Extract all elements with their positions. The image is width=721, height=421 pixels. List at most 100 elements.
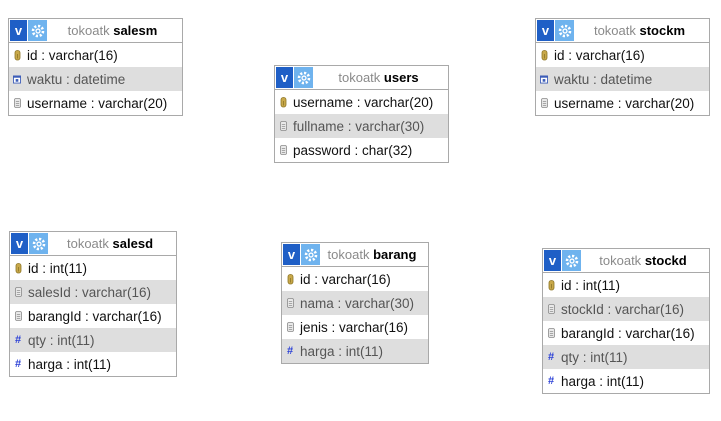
field-label: id : varchar(16) xyxy=(554,47,645,63)
hash-icon: # xyxy=(14,358,22,370)
field-row[interactable]: username : varchar(20) xyxy=(536,91,709,115)
table-header: v tokoatk stockd xyxy=(543,249,709,273)
table-header: v tokoatk users xyxy=(275,66,448,90)
field-row[interactable]: fullname : varchar(30) xyxy=(275,114,448,138)
table-card-stockd[interactable]: v tokoatk stockd id : int(11) stockId : … xyxy=(542,248,710,394)
field-label: harga : int(11) xyxy=(300,343,384,359)
database-name: tokoatk xyxy=(327,247,370,262)
table-title: tokoatk users xyxy=(313,70,448,85)
table-title: tokoatk salesm xyxy=(47,23,182,38)
field-row[interactable]: # qty : int(11) xyxy=(10,328,176,352)
field-label: id : varchar(16) xyxy=(300,271,391,287)
field-row[interactable]: # harga : int(11) xyxy=(282,339,428,363)
key-icon xyxy=(286,273,294,285)
database-name: tokoatk xyxy=(338,70,381,85)
key-icon xyxy=(540,49,548,61)
field-label: username : varchar(20) xyxy=(554,95,695,111)
field-label: id : varchar(16) xyxy=(27,47,118,63)
field-row[interactable]: id : varchar(16) xyxy=(536,43,709,67)
gear-icon[interactable] xyxy=(29,233,48,254)
field-row[interactable]: # harga : int(11) xyxy=(10,352,176,376)
text-field-icon xyxy=(547,328,555,338)
field-row[interactable]: waktu : datetime xyxy=(9,67,182,91)
table-name: salesm xyxy=(113,23,158,38)
key-icon xyxy=(279,96,287,108)
table-header: v tokoatk salesd xyxy=(10,232,176,256)
field-row[interactable]: waktu : datetime xyxy=(536,67,709,91)
table-title: tokoatk salesd xyxy=(48,236,176,251)
table-card-salesm[interactable]: v tokoatk salesm id : varchar(16) waktu … xyxy=(8,18,183,116)
database-name: tokoatk xyxy=(599,253,642,268)
table-header: v tokoatk barang xyxy=(282,243,428,267)
table-name: barang xyxy=(373,247,417,262)
field-row[interactable]: # harga : int(11) xyxy=(543,369,709,393)
view-toggle-button[interactable]: v xyxy=(537,20,554,41)
view-toggle-button[interactable]: v xyxy=(10,20,27,41)
field-label: waktu : datetime xyxy=(27,71,126,87)
view-toggle-button[interactable]: v xyxy=(11,233,28,254)
field-label: password : char(32) xyxy=(293,142,413,158)
field-row[interactable]: id : varchar(16) xyxy=(9,43,182,67)
table-name: salesd xyxy=(112,236,154,251)
field-label: fullname : varchar(30) xyxy=(293,118,425,134)
hash-icon: # xyxy=(547,351,555,363)
table-card-users[interactable]: v tokoatk users username : varchar(20) f… xyxy=(274,65,449,163)
key-icon xyxy=(13,49,21,61)
text-field-icon xyxy=(286,322,294,332)
gear-icon[interactable] xyxy=(555,20,574,41)
field-label: barangId : varchar(16) xyxy=(561,325,695,341)
table-header: v tokoatk salesm xyxy=(9,19,182,43)
field-label: id : int(11) xyxy=(561,277,621,293)
text-field-icon xyxy=(14,311,22,321)
gear-icon[interactable] xyxy=(28,20,47,41)
text-field-icon xyxy=(279,145,287,155)
calendar-icon xyxy=(13,75,21,84)
database-name: tokoatk xyxy=(593,23,636,38)
hash-icon: # xyxy=(547,375,555,387)
field-row[interactable]: id : varchar(16) xyxy=(282,267,428,291)
field-row[interactable]: id : int(11) xyxy=(543,273,709,297)
hash-icon: # xyxy=(14,334,22,346)
text-field-icon xyxy=(540,98,548,108)
field-label: waktu : datetime xyxy=(554,71,653,87)
view-toggle-button[interactable]: v xyxy=(276,67,293,88)
table-card-salesd[interactable]: v tokoatk salesd id : int(11) salesId : … xyxy=(9,231,177,377)
field-label: barangId : varchar(16) xyxy=(28,308,162,324)
view-toggle-button[interactable]: v xyxy=(544,250,561,271)
field-row[interactable]: barangId : varchar(16) xyxy=(543,321,709,345)
gear-icon[interactable] xyxy=(562,250,581,271)
text-field-icon xyxy=(279,121,287,131)
field-row[interactable]: password : char(32) xyxy=(275,138,448,162)
field-row[interactable]: nama : varchar(30) xyxy=(282,291,428,315)
text-field-icon xyxy=(13,98,21,108)
field-label: stockId : varchar(16) xyxy=(561,301,685,317)
field-row[interactable]: stockId : varchar(16) xyxy=(543,297,709,321)
text-field-icon xyxy=(14,287,22,297)
key-icon xyxy=(14,262,22,274)
field-label: nama : varchar(30) xyxy=(300,295,415,311)
calendar-icon xyxy=(540,75,548,84)
table-name: stockd xyxy=(644,253,687,268)
table-card-barang[interactable]: v tokoatk barang id : varchar(16) nama :… xyxy=(281,242,429,364)
field-label: id : int(11) xyxy=(28,260,88,276)
field-label: username : varchar(20) xyxy=(293,94,434,110)
view-toggle-button[interactable]: v xyxy=(283,244,300,265)
table-title: tokoatk stockm xyxy=(574,23,709,38)
database-name: tokoatk xyxy=(67,23,110,38)
table-title: tokoatk stockd xyxy=(581,253,709,268)
field-label: jenis : varchar(16) xyxy=(300,319,409,335)
field-row[interactable]: username : varchar(20) xyxy=(275,90,448,114)
table-title: tokoatk barang xyxy=(320,247,428,262)
field-row[interactable]: jenis : varchar(16) xyxy=(282,315,428,339)
field-row[interactable]: id : int(11) xyxy=(10,256,176,280)
gear-icon[interactable] xyxy=(294,67,313,88)
gear-icon[interactable] xyxy=(301,244,320,265)
field-label: salesId : varchar(16) xyxy=(28,284,152,300)
field-row[interactable]: # qty : int(11) xyxy=(543,345,709,369)
field-label: harga : int(11) xyxy=(28,356,112,372)
field-row[interactable]: barangId : varchar(16) xyxy=(10,304,176,328)
field-row[interactable]: username : varchar(20) xyxy=(9,91,182,115)
field-row[interactable]: salesId : varchar(16) xyxy=(10,280,176,304)
field-label: username : varchar(20) xyxy=(27,95,168,111)
table-card-stockm[interactable]: v tokoatk stockm id : varchar(16) waktu … xyxy=(535,18,710,116)
